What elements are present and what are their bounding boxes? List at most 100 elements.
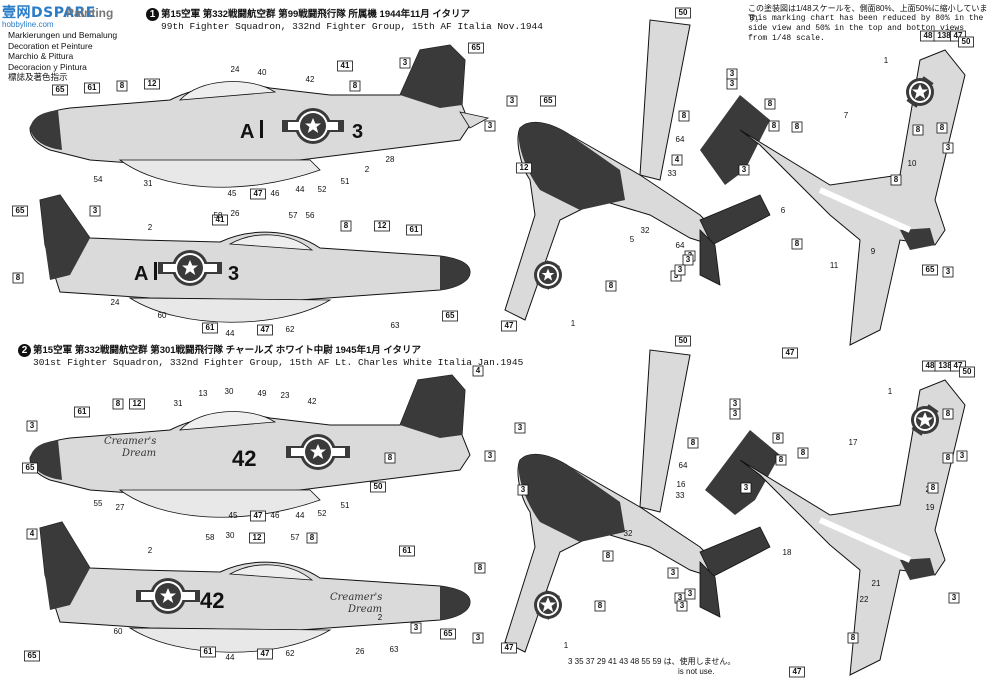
callout-side1a-20: 51: [341, 177, 350, 186]
callout-side1a-3: 41: [337, 60, 353, 72]
callout-bot2-8: 8: [797, 447, 809, 459]
callout-side2a-15: 45: [229, 511, 238, 520]
callout-side1a-14: 31: [144, 179, 153, 188]
callout-label: 48: [924, 31, 933, 40]
scale-note-en: This marking chart has been reduced by 8…: [748, 14, 984, 43]
callout-side2a-13: 55: [94, 499, 103, 508]
callout-label: 24: [111, 298, 120, 307]
callout-label: 3: [678, 265, 683, 274]
callout-label: 46: [271, 189, 280, 198]
callout-label: 7: [844, 111, 849, 120]
callout-label: 56: [306, 211, 315, 220]
callout-label: 47: [954, 31, 963, 40]
watermark-logo: 壹网DSPARE: [2, 5, 96, 21]
callout-label: 58: [214, 211, 223, 220]
callout-side2a-2: 31: [174, 399, 183, 408]
callout-top1-11: 64: [676, 241, 685, 250]
callout-label: 8: [478, 563, 483, 572]
callout-label: 3: [733, 409, 738, 418]
callout-label: 12: [378, 221, 387, 230]
callout-label: 62: [286, 649, 295, 658]
callout-side2b-19: 3: [410, 622, 422, 634]
callout-label: 50: [679, 8, 688, 17]
callout-side1b-7: 56: [306, 211, 315, 220]
callout-side2a-16: 47: [250, 510, 266, 522]
callout-label: 138: [937, 31, 951, 40]
callout-label: 31: [144, 179, 153, 188]
callout-label: 3: [946, 143, 951, 152]
callout-side1b-0: 65: [12, 205, 28, 217]
callout-top2-7: 32: [624, 529, 633, 538]
callout-label: 61: [78, 407, 87, 416]
scheme-2-title-en: 301st Fighter Squadron, 332nd Fighter Gr…: [33, 357, 524, 368]
callout-tail2-6: 3: [676, 600, 688, 612]
callout-label: 8: [388, 453, 393, 462]
callout-label: 3: [403, 58, 408, 67]
callout-side2b-10: 65: [24, 650, 40, 662]
callout-label: 8: [795, 239, 800, 248]
callout-bot2-4: 1: [888, 387, 893, 396]
callout-label: 8: [772, 121, 777, 130]
callout-bot1-10: 6: [781, 206, 786, 215]
language-de: Markierungen und Bemalung: [8, 30, 118, 40]
callout-side2a-19: 52: [318, 509, 327, 518]
callout-label: 41: [341, 61, 350, 70]
callout-label: 44: [226, 329, 235, 338]
callout-label: 61: [410, 225, 419, 234]
callout-bot2-16: 3: [948, 592, 960, 604]
callout-label: 26: [231, 209, 240, 218]
callout-side1a-18: 44: [296, 185, 305, 194]
callout-top2-12: 8: [594, 600, 606, 612]
callout-label: 65: [444, 629, 453, 638]
callout-label: 4: [675, 155, 680, 164]
callout-bot2-17: 47: [789, 666, 805, 678]
callout-side1b-11: 8: [12, 272, 24, 284]
callout-tail2-2: 3: [740, 482, 752, 494]
callout-label: 8: [931, 483, 936, 492]
callout-label: 16: [677, 480, 686, 489]
callout-side1a-12: 28: [386, 155, 395, 164]
callout-side2a-11: 3: [484, 450, 496, 462]
callout-label: 65: [544, 96, 553, 105]
callout-tail1-3: 3: [726, 78, 738, 90]
callout-label: 32: [624, 529, 633, 538]
callout-side1b-17: 62: [286, 325, 295, 334]
callout-label: 47: [505, 643, 514, 652]
callout-bot2-7: 3: [956, 450, 968, 462]
callout-label: 65: [446, 311, 455, 320]
language-fr: Decoration et Peinture: [8, 40, 93, 51]
callout-label: 64: [676, 241, 685, 250]
callout-label: 23: [281, 391, 290, 400]
scheme-2-number: 2: [18, 344, 31, 357]
callout-tail1-1: 8: [768, 120, 780, 132]
callout-label: 44: [296, 511, 305, 520]
callout-label: 4: [476, 366, 481, 375]
callout-side2b-8: 8: [474, 562, 486, 574]
scheme-1-side-view-left: A 3: [29, 44, 490, 188]
callout-side2b-4: 12: [249, 532, 265, 544]
scale-note-jp: この塗装図は1/48スケールを、側面80%、上面50%に縮小しています。: [748, 4, 988, 23]
callout-side2a-12: 65: [22, 462, 38, 474]
callout-side1a-21: 2: [365, 165, 370, 174]
callout-side2a-14: 27: [116, 503, 125, 512]
not-used-en: is not use.: [678, 667, 715, 676]
callout-label: 3: [488, 121, 493, 130]
callout-bot2-10: 19: [926, 503, 935, 512]
callout-side2b-6: 8: [306, 532, 318, 544]
callout-label: 3: [686, 255, 691, 264]
callout-top2-3: 64: [679, 461, 688, 470]
callout-bot1-7: 8: [791, 121, 803, 133]
callout-bot2-5: 8: [942, 452, 954, 464]
callout-side1b-9: 12: [374, 220, 390, 232]
scheme-1-code-right-b: 3: [228, 263, 239, 285]
callout-label: 61: [206, 323, 215, 332]
callout-side1b-15: 44: [226, 329, 235, 338]
callout-bot1-6: 7: [844, 111, 849, 120]
callout-side1a-10: 8: [116, 80, 128, 92]
callout-side2a-8: 4: [472, 365, 484, 377]
callout-label: 22: [860, 595, 869, 604]
scheme-2-nose-art-line2-b: Dream: [347, 604, 382, 615]
callout-label: 6: [781, 206, 786, 215]
